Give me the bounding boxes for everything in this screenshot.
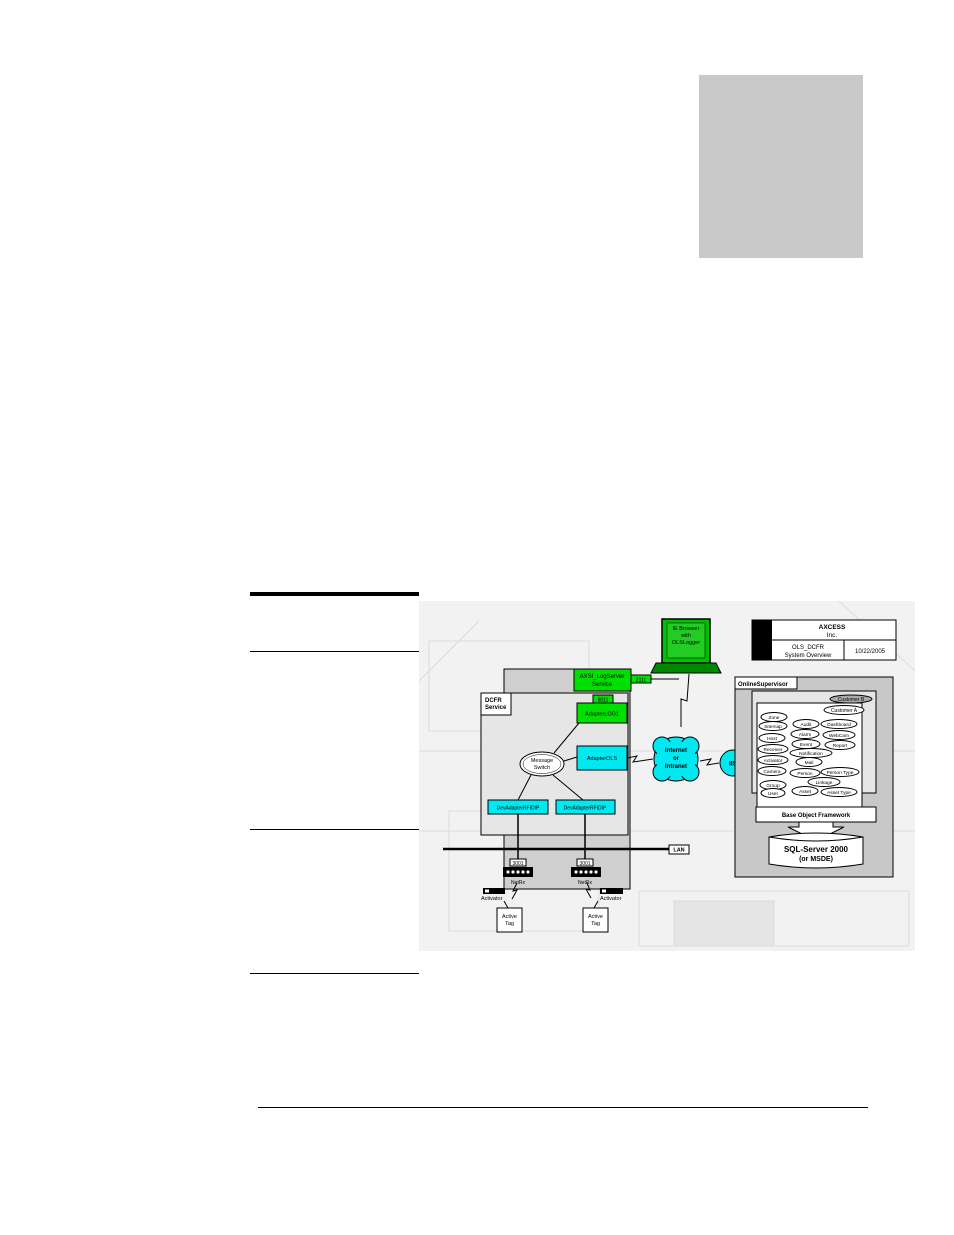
- netrx-1-label: NetRx: [511, 880, 525, 886]
- adapter-log-label: AdapterLOG1: [585, 712, 619, 718]
- lan-label: LAN: [673, 848, 684, 854]
- footer-rule: [258, 1107, 868, 1108]
- object-zone: Zone: [769, 715, 780, 721]
- object-activator: Activator: [764, 758, 783, 764]
- internet-line3: Intranet: [665, 764, 687, 770]
- diagram-svg: AXCESS Inc. OLS_DCFR System Overview 10/…: [418, 600, 916, 951]
- online-supervisor-label: OnlineSupervisor: [738, 682, 789, 688]
- netrx-2-label: NetRx: [578, 880, 592, 886]
- tag-1-line1: Active: [502, 914, 517, 920]
- wireless-link-1: [511, 882, 518, 900]
- wireless-link-2: [585, 882, 592, 899]
- base-framework-label: Base Object Framework: [782, 813, 851, 819]
- internet-iis-link: [699, 758, 720, 766]
- laptop-network-link: [680, 673, 690, 727]
- laptop-icon: IE Browser with OLSLogger: [650, 618, 722, 674]
- message-switch-line1: Message: [531, 758, 553, 764]
- object-list: Zone Sitemap Audit Dashboard Host Alarm …: [757, 712, 860, 798]
- active-tag-2: Active Tag: [582, 907, 609, 933]
- dev-adapter-1-label: DevAdapterRFIDIP: [497, 806, 540, 812]
- adapter-ols-box: [576, 745, 628, 771]
- sql-database: [768, 832, 864, 869]
- title-block: AXCESS Inc. OLS_DCFR System Overview 10/…: [751, 619, 897, 661]
- title-company-suffix: Inc.: [827, 632, 838, 639]
- laptop-line1: IE Browser: [673, 626, 700, 632]
- laptop-line2: with: [680, 633, 691, 639]
- object-group: Group: [766, 783, 780, 789]
- sql-line1: SQL-Server 2000: [784, 845, 849, 854]
- tag-1-line2: Tag: [505, 921, 514, 927]
- message-switch: [519, 751, 565, 777]
- object-host: Host: [767, 736, 778, 742]
- logserver-line2: Service: [592, 682, 613, 688]
- customer-a-label: Customer A: [831, 708, 858, 714]
- chapter-tab-box: [699, 75, 863, 258]
- object-asset: Asset: [799, 789, 812, 795]
- object-mail: Mail: [805, 760, 814, 766]
- sql-line2: (or MSDE): [799, 856, 833, 863]
- iis-label: IIS: [729, 761, 738, 768]
- object-alarm: Alarm: [799, 732, 812, 738]
- active-tag-1: Active Tag: [496, 907, 523, 933]
- sidebar-rule-top: [250, 592, 419, 596]
- object-receiver: Receiver: [764, 747, 783, 753]
- sidebar-rule-3: [250, 973, 419, 974]
- title-company: AXCESS: [819, 624, 846, 631]
- object-user: User: [768, 791, 779, 797]
- object-person: Person: [797, 771, 813, 777]
- adapter-ols-label: AdapterOLS: [587, 756, 618, 762]
- internet-cloud: Internet or Intranet: [652, 736, 700, 782]
- internet-line2: or: [673, 756, 680, 762]
- logserver-port-top: 2111: [636, 678, 647, 684]
- object-event: Event: [800, 742, 813, 748]
- object-report: Report: [833, 743, 848, 749]
- netrx-1-port: 3001: [512, 861, 523, 867]
- title-date: 10/22/2005: [855, 649, 886, 655]
- activator-1-label: Activator: [481, 896, 503, 902]
- sidebar-rule-2: [250, 829, 419, 830]
- online-supervisor: OnlineSupervisor Customer B Customer A Z…: [734, 676, 894, 878]
- netrx-2: 3001 NetRx: [571, 858, 601, 886]
- internet-line1: Internet: [665, 748, 687, 754]
- dcfr-service: DCFR Service 8011 AdapterLOG1 AdapterOLS…: [480, 692, 629, 836]
- object-asset-type: Asset Type: [827, 790, 851, 796]
- system-overview-diagram: AXCESS Inc. OLS_DCFR System Overview 10/…: [418, 600, 916, 951]
- netrx-2-port: 3001: [579, 861, 590, 867]
- activator-2: Activator: [600, 888, 623, 902]
- activator-1: Activator: [481, 888, 505, 902]
- dev-adapter-2-label: DevAdapterRFIDIP: [564, 806, 607, 812]
- activator-2-label: Activator: [600, 896, 622, 902]
- object-sitemap: Sitemap: [764, 724, 782, 730]
- title-doc: OLS_DCFR: [792, 645, 825, 651]
- title-subtitle: System Overview: [785, 653, 832, 659]
- netrx-1: 3001 NetRx: [503, 858, 533, 886]
- tag-2-line2: Tag: [591, 921, 600, 927]
- message-switch-line2: Switch: [534, 765, 550, 771]
- logserver-line1: AXSI_LogServer: [580, 674, 625, 680]
- dcfr-line2: Service: [485, 705, 507, 711]
- sidebar-rule-1: [250, 651, 419, 652]
- dcfr-line1: DCFR: [485, 698, 502, 704]
- object-camera: Camera: [763, 769, 780, 775]
- lan-label-box: [668, 844, 690, 855]
- object-audit: Audit: [801, 722, 813, 728]
- laptop-line3: OLSLogger: [672, 640, 700, 646]
- logserver-port-mid: 8011: [598, 698, 609, 704]
- object-notification: Notification: [799, 751, 823, 757]
- object-person-type: Person Type: [827, 770, 854, 776]
- object-webcam: WebCam: [829, 733, 849, 739]
- customer-b-label: Customer B: [838, 697, 865, 703]
- object-linkage: Linkage: [816, 780, 833, 786]
- adapter-log-box: [576, 702, 628, 724]
- ols-internet-link: [626, 755, 654, 763]
- tag-2-line1: Active: [588, 914, 603, 920]
- object-dashboard: Dashboard: [827, 722, 851, 728]
